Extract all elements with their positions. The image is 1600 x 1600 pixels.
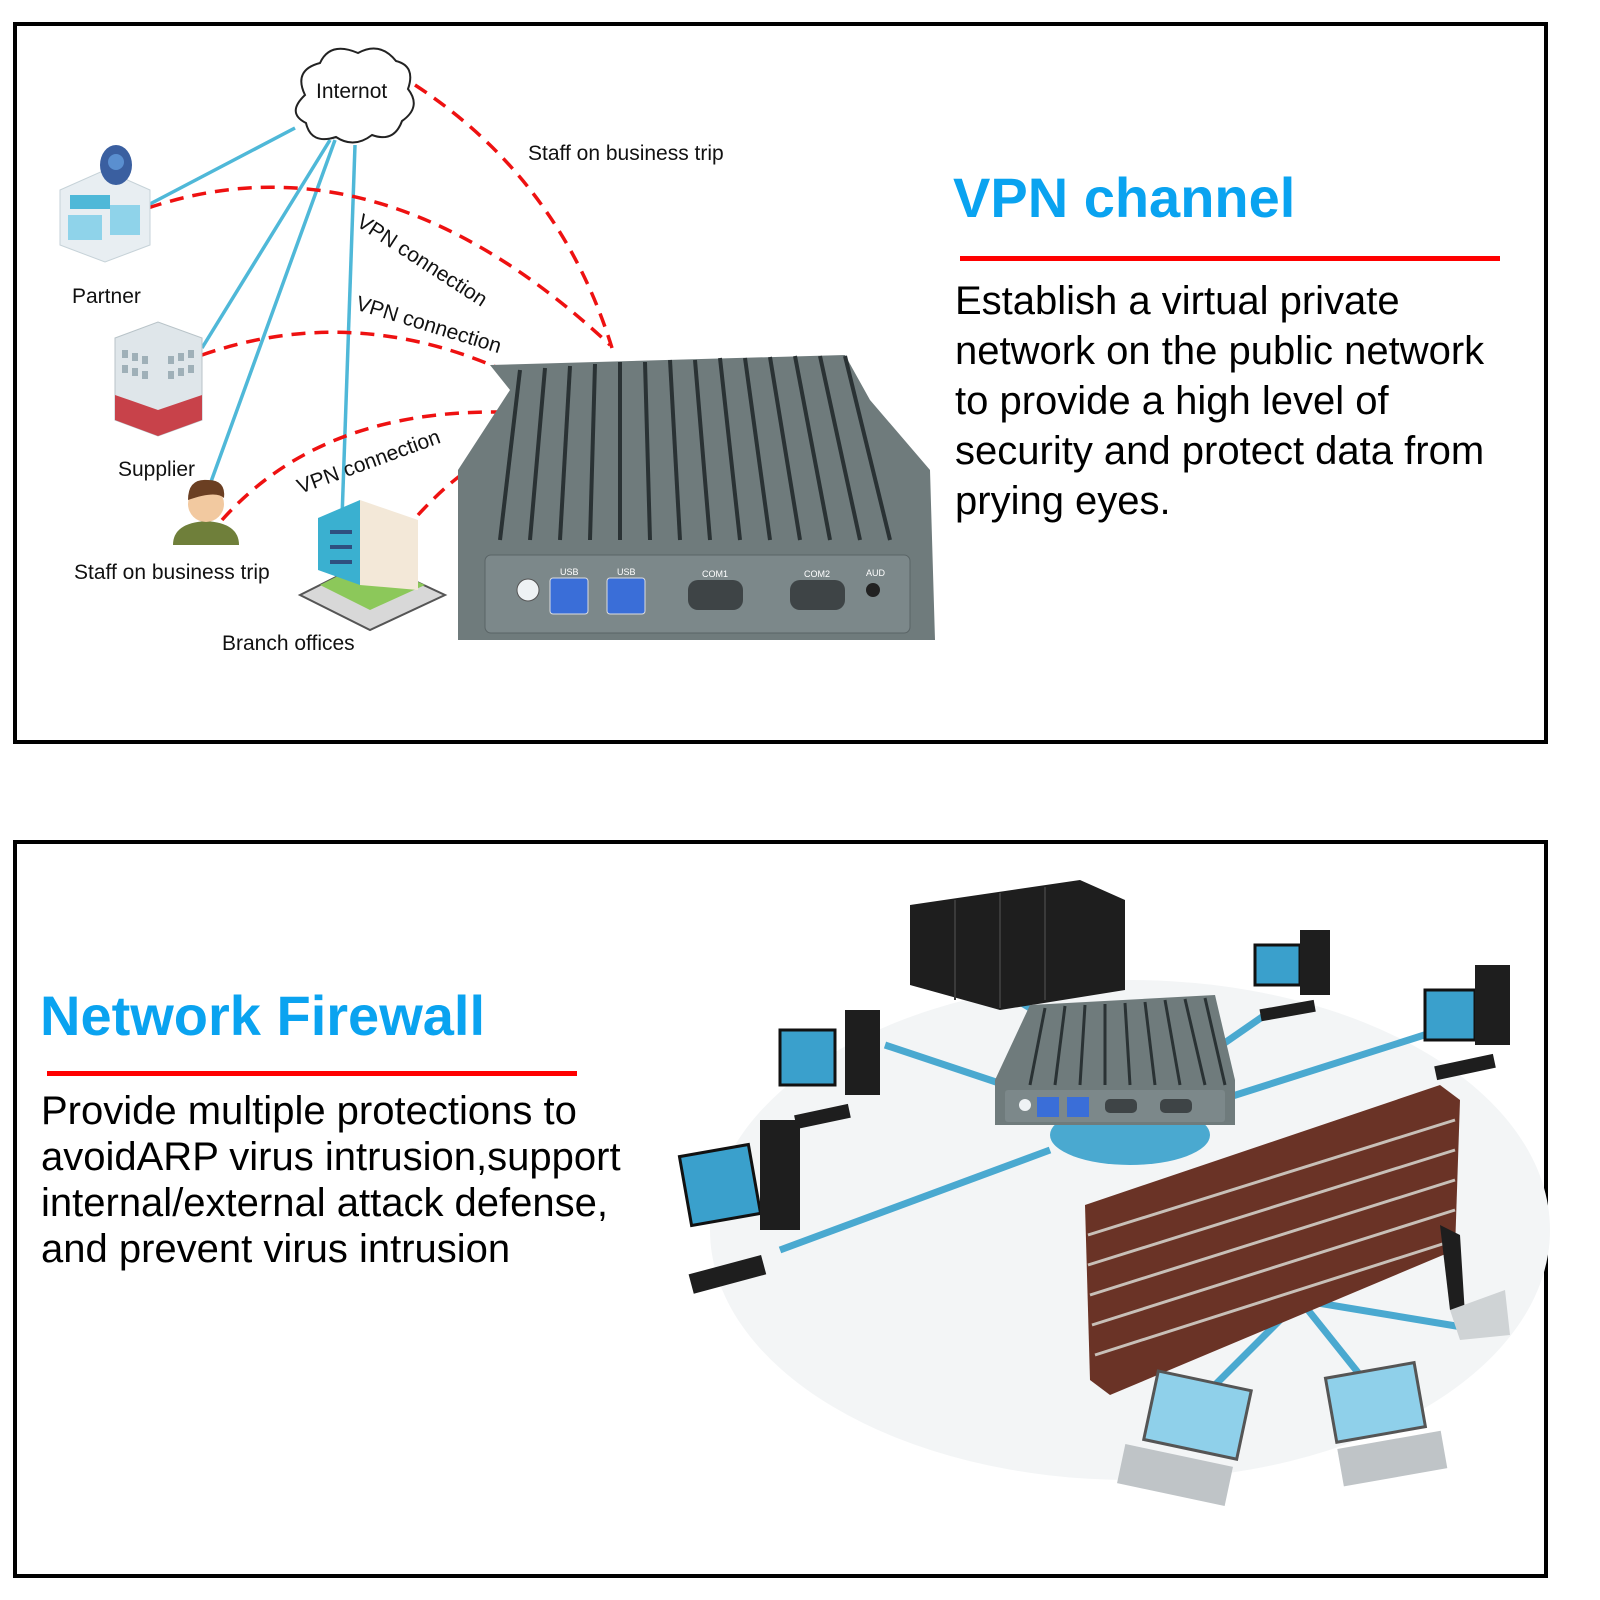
vpn-path-staff	[220, 410, 501, 522]
network-firewall-title: Network Firewall	[40, 984, 486, 1047]
partner-building-icon	[59, 145, 151, 263]
vpn-path-remote-staff	[414, 83, 614, 349]
vpn-channel-title: VPN channel	[953, 166, 1296, 229]
internet-cloud-icon	[294, 47, 415, 144]
supplier-label: Supplier	[118, 458, 196, 481]
com2-port	[790, 580, 845, 610]
port-label: COM1	[702, 569, 728, 579]
description-line: security and protect data from	[955, 429, 1485, 473]
description-line: to provide a high level of	[955, 379, 1389, 423]
branch-office-icon	[297, 500, 448, 632]
branch-offices-label: Branch offices	[222, 632, 355, 655]
port-labels: USB USB COM1 COM2 AUD	[560, 567, 886, 579]
usb-port	[606, 577, 646, 615]
vpn-path-supplier	[201, 330, 521, 380]
description-line: Provide multiple protections to	[41, 1089, 577, 1133]
port-label: USB	[617, 567, 636, 577]
power-button-icon	[516, 578, 540, 602]
link-partner	[147, 126, 296, 207]
link-supplier	[200, 139, 332, 349]
vpn-title-underline	[960, 256, 1500, 261]
description-line: Establish a virtual private	[955, 279, 1400, 323]
description-line: prying eyes.	[955, 479, 1171, 523]
staff-label: Staff on business trip	[74, 561, 270, 584]
port-label: COM2	[804, 569, 830, 579]
heatsink-fins	[498, 355, 892, 541]
description-line: avoidARP virus intrusion,support	[41, 1135, 621, 1179]
firewall-device-image	[458, 355, 935, 640]
port-label: AUD	[866, 568, 886, 578]
staff-person-icon	[173, 479, 239, 545]
vpn-diagram: USB USB COM1 COM2 AUD	[59, 47, 935, 640]
vpn-path-partner	[147, 185, 612, 347]
usb-port	[549, 577, 589, 615]
com1-port	[688, 580, 743, 610]
firewall-title-underline	[47, 1071, 577, 1076]
supplier-building-icon	[114, 321, 203, 437]
link-staff	[206, 139, 337, 491]
audio-jack	[866, 583, 880, 597]
description-line: internal/external attack defense,	[41, 1181, 609, 1225]
partner-label: Partner	[72, 285, 141, 308]
internet-cloud-label: Internot	[316, 80, 388, 103]
description-line: network on the public network	[955, 329, 1485, 373]
vpn-channel-description: Establish a virtual private network on t…	[955, 276, 1484, 526]
port-label: USB	[560, 567, 579, 577]
firewall-description: Provide multiple protections to avoidARP…	[41, 1088, 621, 1272]
description-line: and prevent virus intrusion	[41, 1227, 511, 1271]
remote-staff-label: Staff on business trip	[528, 142, 724, 165]
